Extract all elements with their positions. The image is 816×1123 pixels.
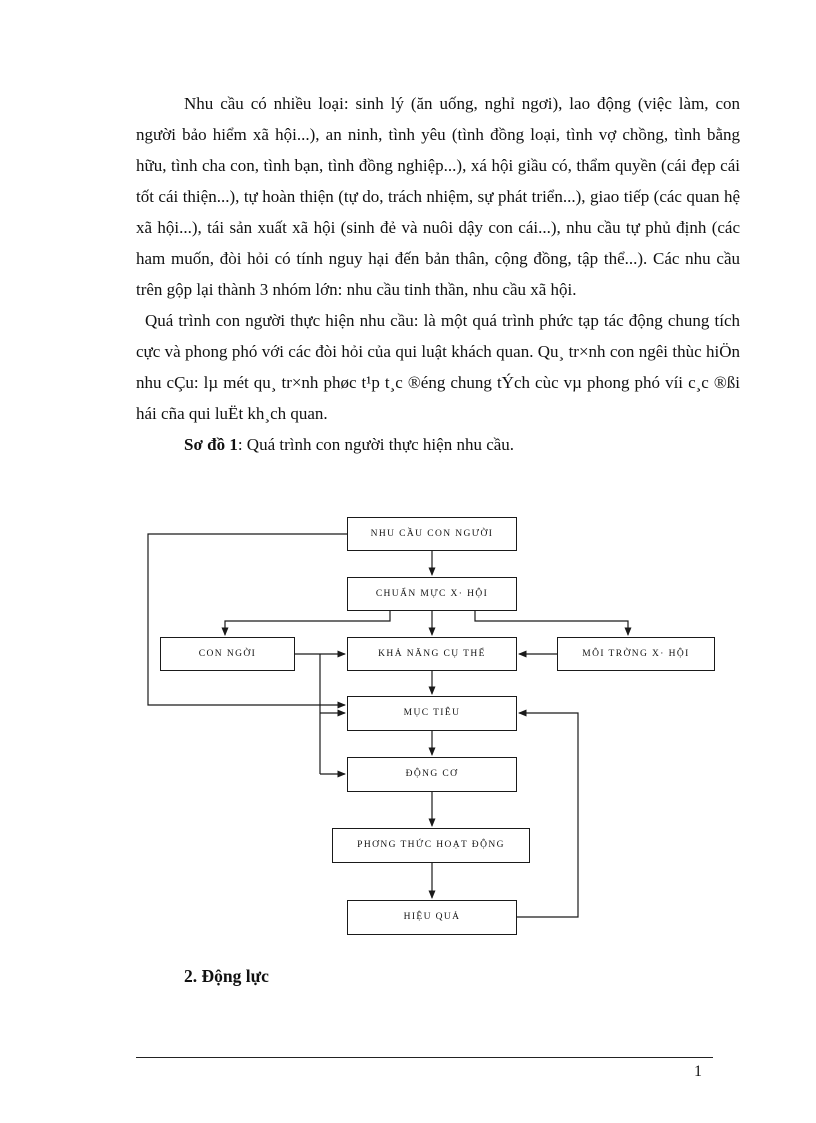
flow-box-dong-co: ĐỘNG CƠ bbox=[347, 757, 517, 792]
flow-box-label: HIỆU QUẢ bbox=[403, 912, 461, 923]
arrow-chuanmuc-connguoi bbox=[221, 611, 391, 636]
section-heading: 2. Động lực bbox=[184, 966, 269, 986]
flow-box-phuong-thuc-hoat-dong: PHƠNG THỨC HOẠT ĐỘNG bbox=[332, 828, 530, 863]
flow-box-muc-tieu: MỤC TIÊU bbox=[347, 696, 517, 731]
caption-label: Sơ đồ 1 bbox=[184, 435, 238, 454]
flow-box-label: MỤC TIÊU bbox=[403, 708, 461, 719]
diagram-caption: Sơ đồ 1: Quá trình con người thực hiện n… bbox=[136, 429, 740, 460]
flow-box-label: CHUẨN MỰC X· HỘI bbox=[375, 588, 489, 599]
flow-box-label: CON NGỜI bbox=[198, 648, 257, 659]
flow-box-label: NHU CẦU CON NGƯỜI bbox=[370, 528, 494, 539]
flow-box-label: KHẢ NĂNG CỤ THỂ bbox=[378, 648, 486, 659]
flow-box-label: ĐỘNG CƠ bbox=[405, 769, 459, 780]
arrow-chuanmuc-moitruong bbox=[474, 611, 632, 636]
feedback-left-nhucau-muctieu bbox=[147, 533, 347, 709]
flow-box-hieu-qua: HIỆU QUẢ bbox=[347, 900, 517, 935]
footer-divider bbox=[136, 1057, 713, 1058]
flow-box-kha-nang-cu-the: KHẢ NĂNG CỤ THỂ bbox=[347, 637, 517, 671]
feedback-right-hieuqua-muctieu bbox=[517, 709, 579, 918]
flow-box-chuan-muc-xa-hoi: CHUẨN MỰC X· HỘI bbox=[347, 577, 517, 611]
flow-box-label: PHƠNG THỨC HOẠT ĐỘNG bbox=[357, 840, 505, 851]
paragraph-needs-types: Nhu cầu có nhiều loại: sinh lý (ăn uống,… bbox=[136, 94, 740, 299]
page-number: 1 bbox=[694, 1063, 702, 1080]
caption-text: : Quá trình con người thực hiện nhu cầu. bbox=[237, 435, 515, 454]
body-text: Nhu cầu có nhiều loại: sinh lý (ăn uống,… bbox=[136, 88, 740, 460]
flow-box-moi-truong-xa-hoi: MÔI TRỜNG X· HỘI bbox=[557, 637, 715, 671]
flow-box-nhu-cau-con-nguoi: NHU CẦU CON NGƯỜI bbox=[347, 517, 517, 551]
flow-box-con-nguoi: CON NGỜI bbox=[160, 637, 295, 671]
flow-box-label: MÔI TRỜNG X· HỘI bbox=[582, 648, 690, 659]
paragraph-process: Quá trình con người thực hiện nhu cầu: l… bbox=[136, 311, 740, 423]
